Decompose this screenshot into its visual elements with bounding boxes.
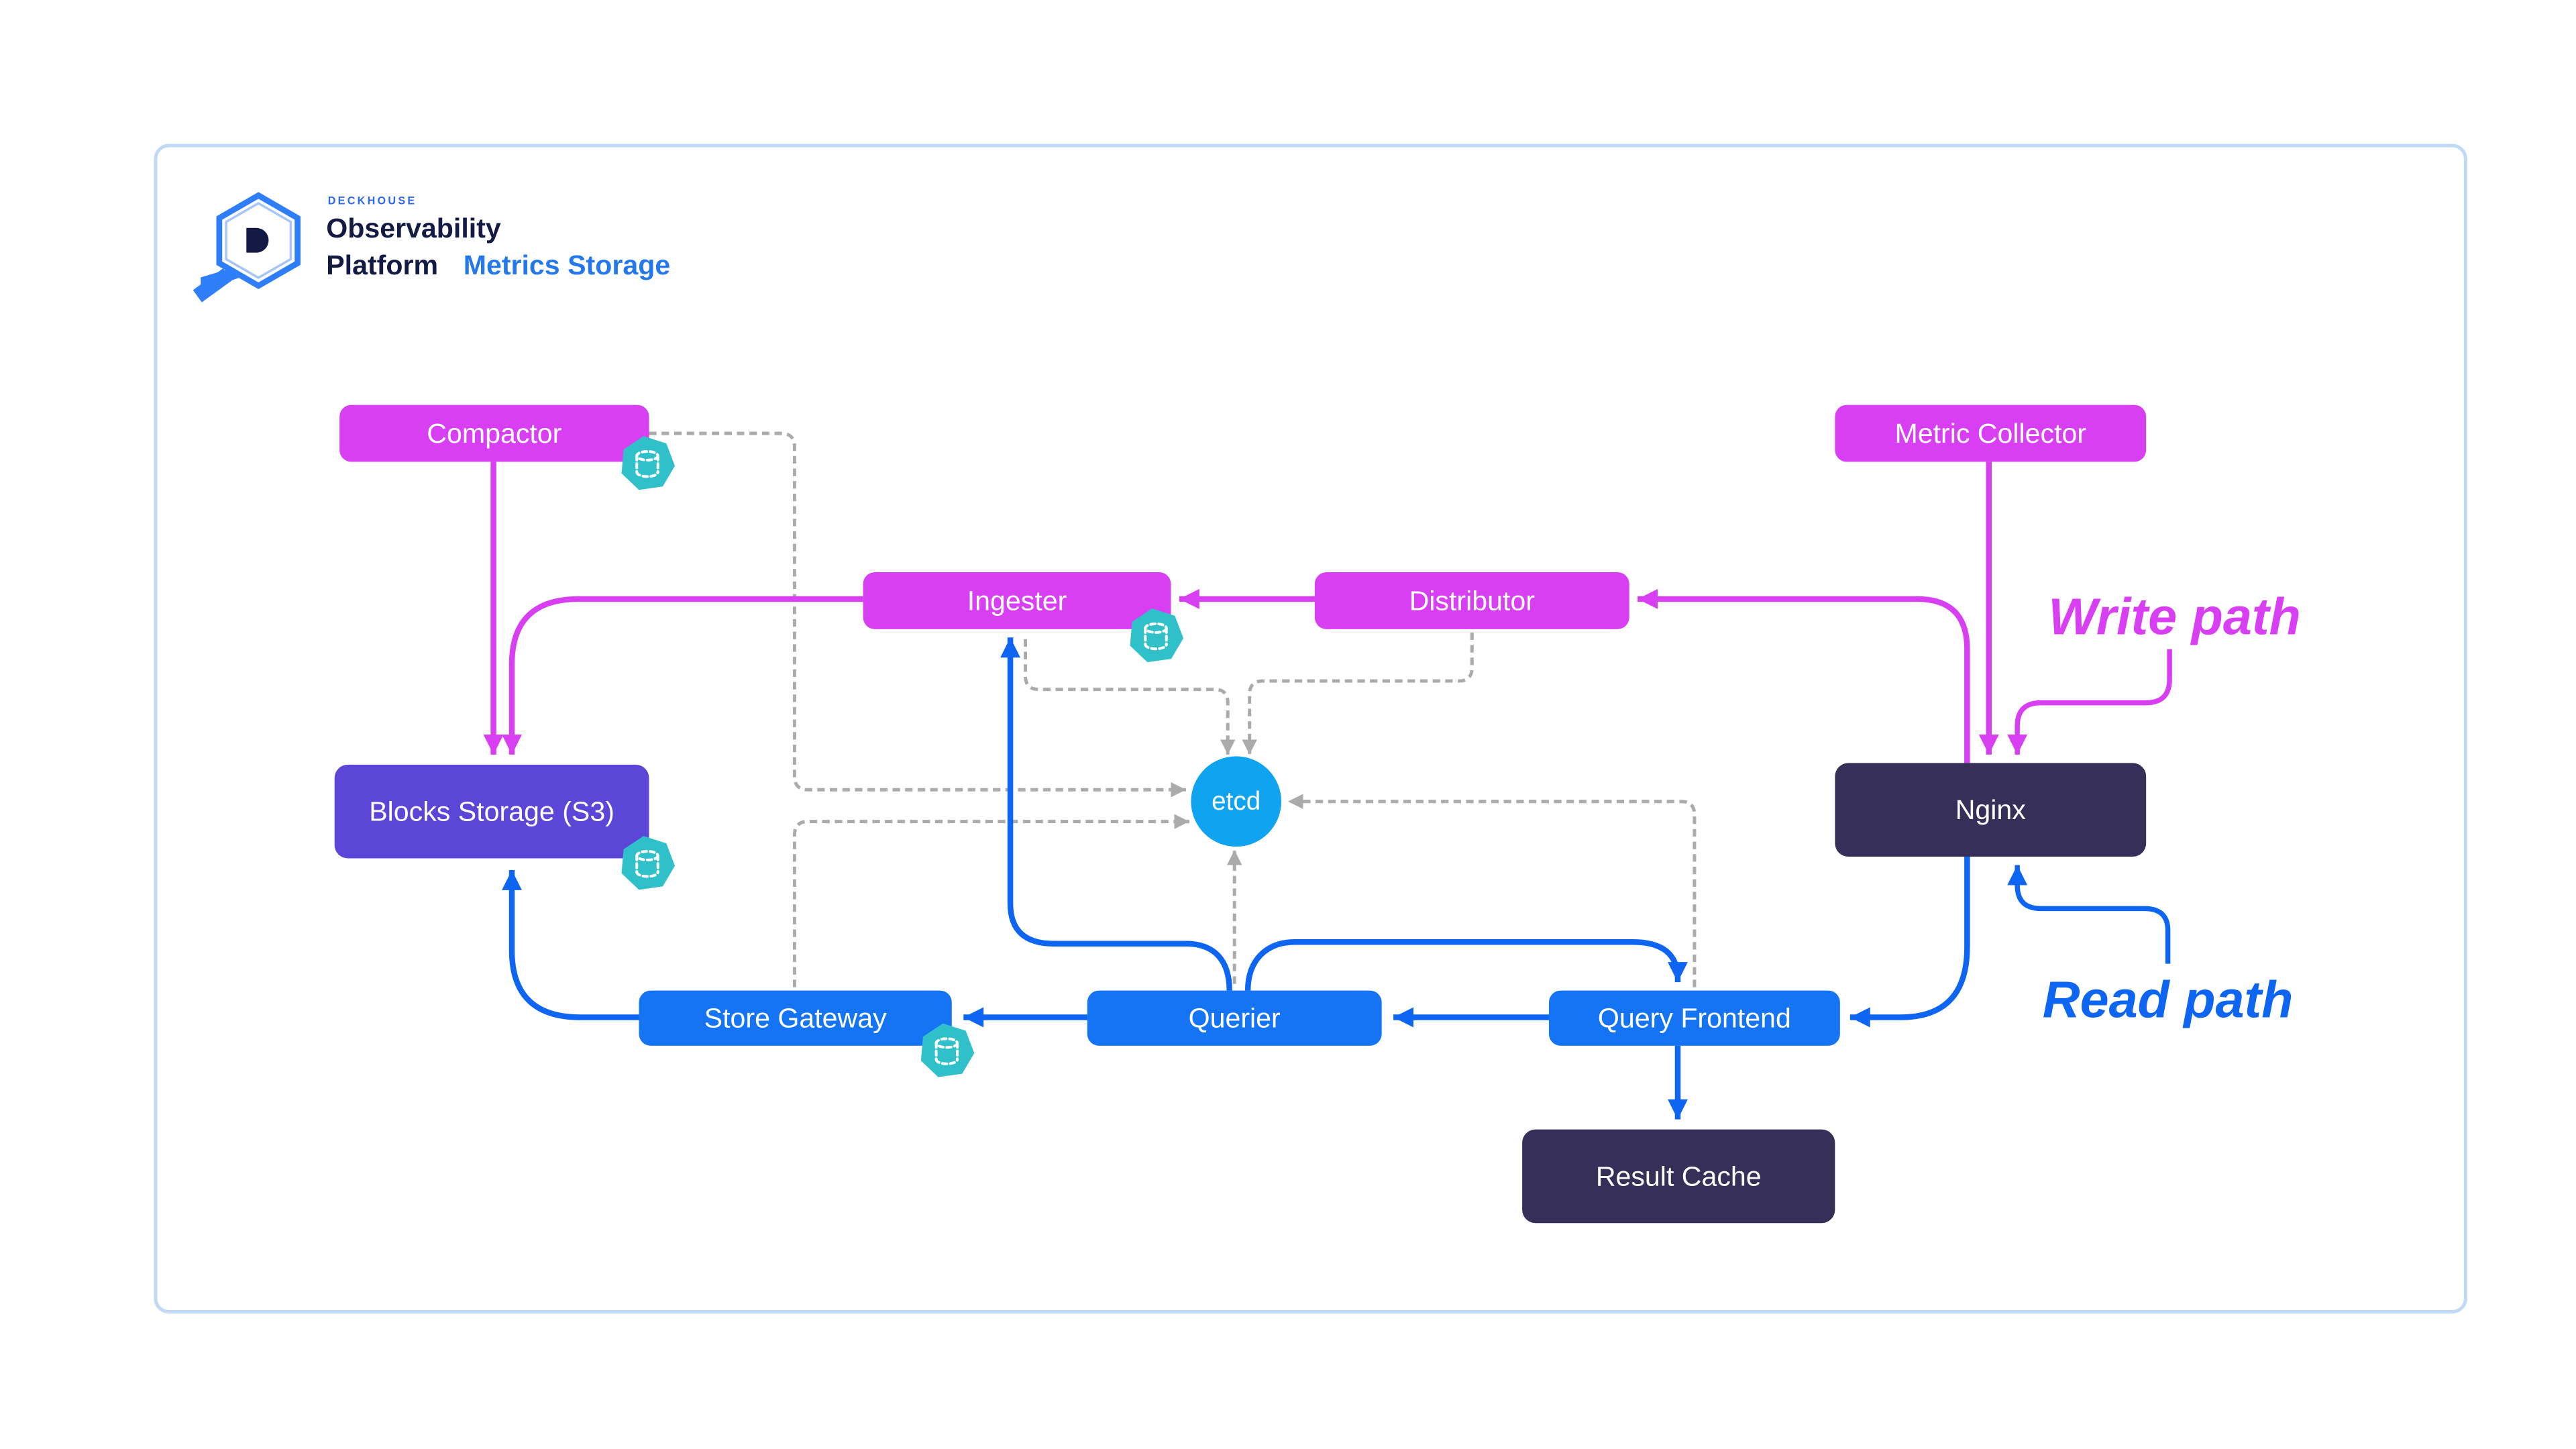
logo-letter-d (246, 227, 269, 253)
write-path-label: Write path (2048, 588, 2300, 645)
query-frontend-box (1548, 990, 1840, 1046)
edge-query-frontend-etcd (1288, 794, 1697, 987)
read-path-label: Read path (2043, 971, 2294, 1028)
blocks-storage-label: Blocks Storage (S3) (369, 796, 614, 827)
query-frontend-label: Query Frontend (1598, 1003, 1791, 1034)
write-path-edges (483, 462, 2172, 763)
read-path-edges (502, 637, 2171, 1120)
metric-collector-label: Metric Collector (1894, 418, 2086, 449)
edge-querier-ingester (1000, 637, 1232, 991)
edge-store-gateway-blocks-storage (502, 869, 639, 1020)
store-gateway-label: Store Gateway (704, 1003, 887, 1034)
blocks-storage-box (334, 764, 649, 859)
edge-ingester-etcd (1024, 639, 1236, 755)
brand-line2: Platform (326, 250, 438, 280)
node-nginx: Nginx (1835, 763, 2147, 857)
store-gateway-box (639, 990, 952, 1046)
nginx-box (1835, 763, 2147, 857)
edge-distributor-etcd (1242, 632, 1474, 755)
node-ingester: Ingester (863, 572, 1171, 629)
node-blocks-storage: Blocks Storage (S3) (334, 764, 649, 859)
read-path-callout-connector (2007, 865, 2171, 964)
ingester-label: Ingester (967, 585, 1067, 616)
deckhouse-logo: DECKHOUSE Observability Platform Metrics… (193, 192, 671, 303)
brand-eyebrow: DECKHOUSE (328, 195, 417, 207)
deckhouse-hexagon-magnifier-icon (193, 192, 301, 303)
result-cache-box (1522, 1129, 1835, 1224)
result-cache-label: Result Cache (1596, 1161, 1762, 1191)
node-metric-collector: Metric Collector (1835, 405, 2147, 462)
querier-label: Querier (1189, 1003, 1281, 1034)
write-path-callout-connector (2007, 649, 2172, 755)
metric-collector-box (1835, 405, 2147, 462)
compactor-label: Compactor (427, 418, 561, 449)
querier-box (1087, 990, 1382, 1046)
compactor-box (339, 405, 649, 462)
node-distributor: Distributor (1314, 572, 1629, 629)
node-querier: Querier (1087, 990, 1382, 1046)
node-result-cache: Result Cache (1522, 1129, 1835, 1224)
etcd-circle (1191, 756, 1282, 847)
distributor-label: Distributor (1409, 585, 1536, 616)
edge-querier-query-frontend (1244, 939, 1688, 991)
page-title: Metrics Storage (464, 250, 671, 280)
edge-compactor-etcd (649, 431, 1186, 798)
brand-line1: Observability (326, 213, 501, 244)
ingester-box (863, 572, 1171, 629)
page-border (154, 144, 2467, 1313)
node-store-gateway: Store Gateway (639, 990, 952, 1046)
magnifier-handle-stroke (193, 268, 232, 303)
etcd-label: etcd (1212, 787, 1260, 816)
edge-nginx-distributor (1638, 588, 1970, 763)
edge-store-gateway-etcd (792, 814, 1189, 987)
edge-ingester-blocks-storage (502, 596, 863, 755)
node-compactor: Compactor (339, 405, 649, 462)
distributor-box (1314, 572, 1629, 629)
node-etcd: etcd (1191, 756, 1282, 847)
node-query-frontend: Query Frontend (1548, 990, 1840, 1046)
nginx-label: Nginx (1955, 794, 2027, 825)
etcd-ring-links (649, 431, 1697, 987)
edge-nginx-query-frontend (1849, 857, 1970, 1028)
